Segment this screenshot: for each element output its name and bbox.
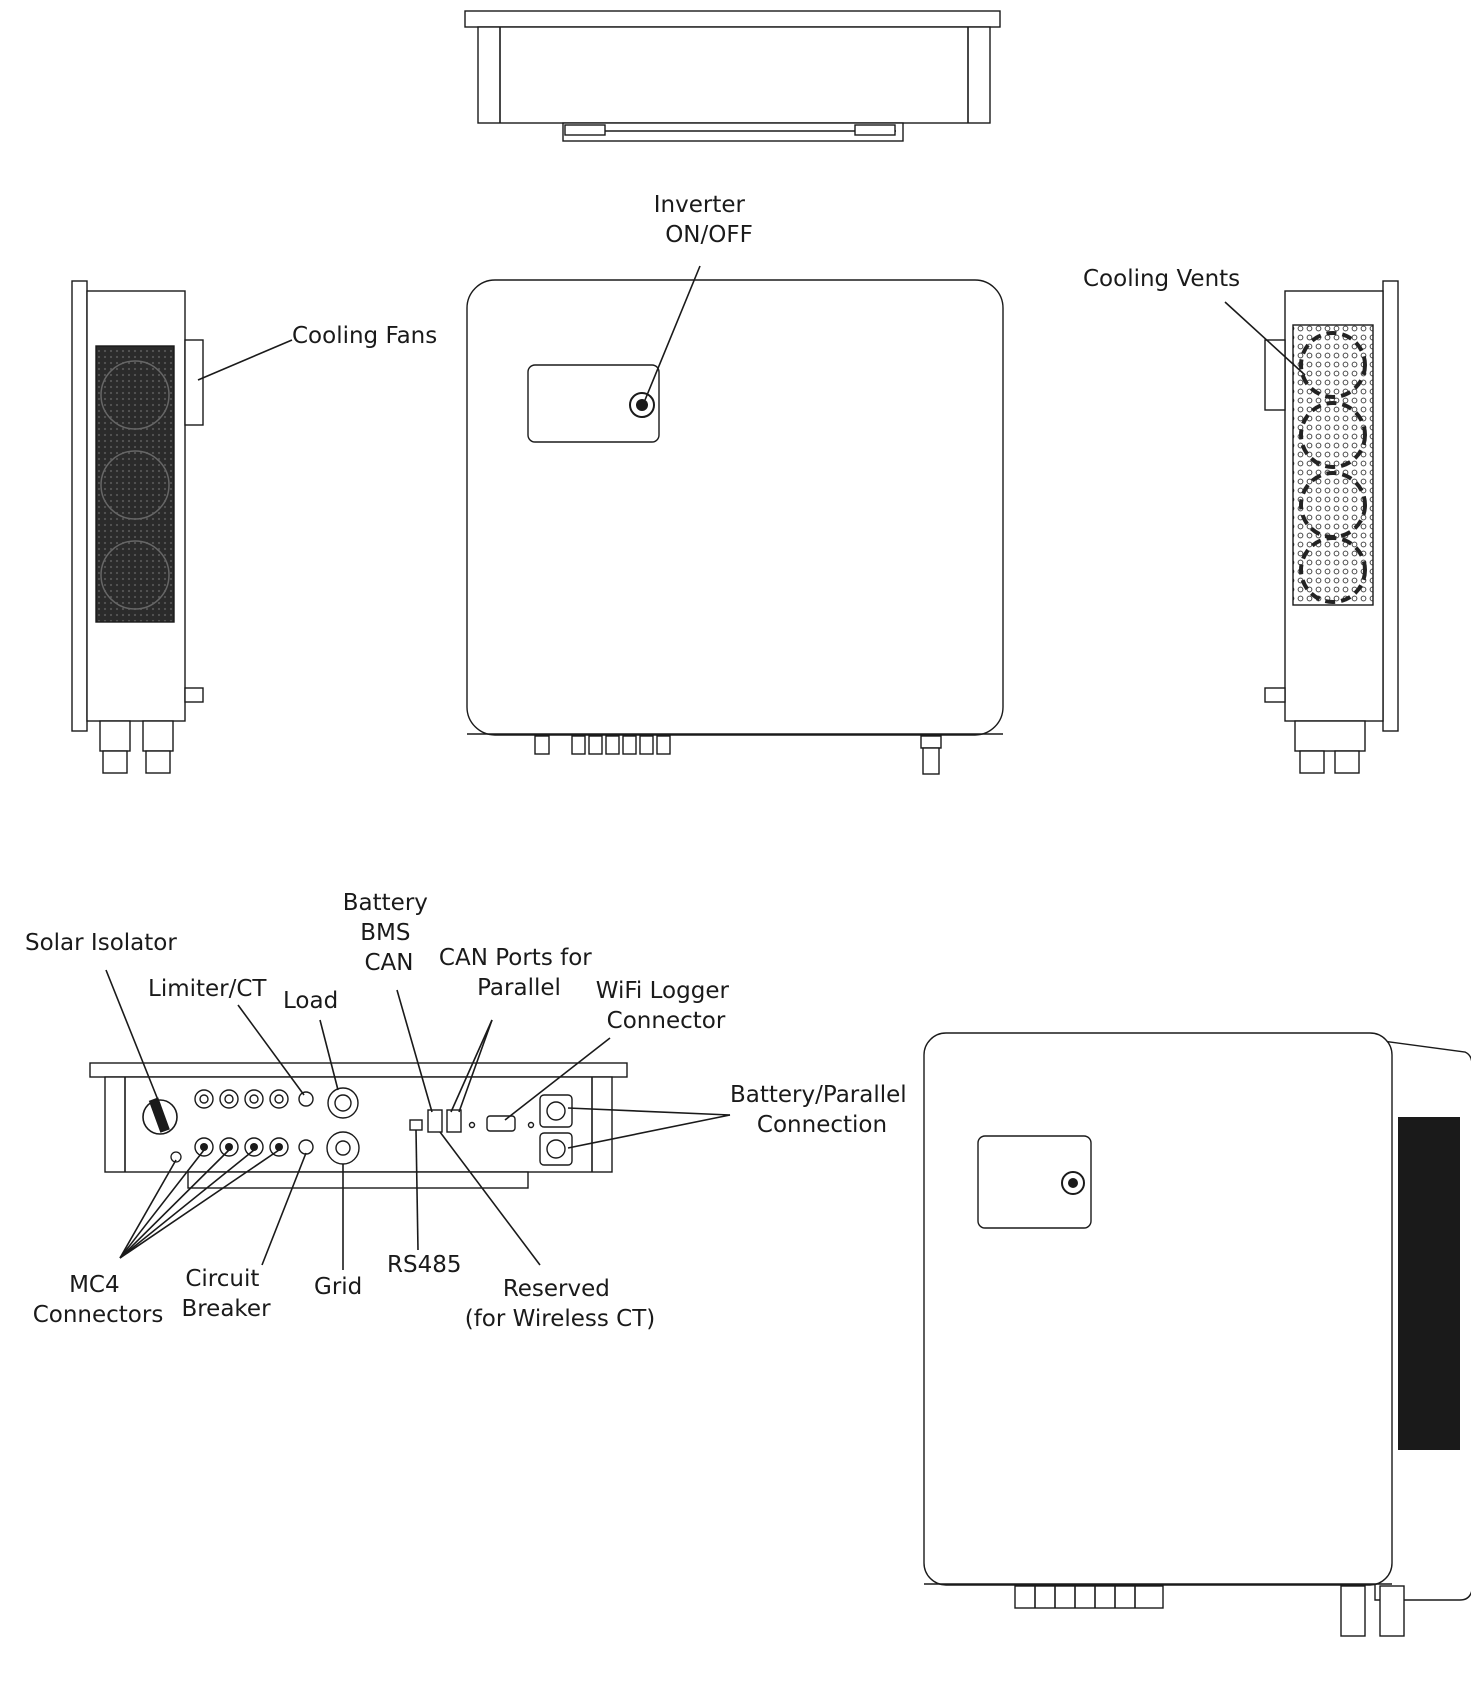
label-circuit-breaker: Circuit Breaker — [181, 1266, 271, 1322]
label-cooling-vents: Cooling Vents — [1083, 266, 1240, 292]
front-view — [466, 279, 1004, 775]
leader-lines — [105, 265, 1306, 1270]
label-solar-isolator: Solar Isolator — [25, 930, 177, 956]
top-view — [464, 10, 1001, 142]
circuit-breaker-icon — [298, 1139, 314, 1155]
wifi-logger-port-icon — [486, 1115, 516, 1132]
left-side-view — [71, 280, 204, 774]
perspective-view — [923, 1032, 1471, 1637]
bottom-connector-view — [89, 1062, 628, 1189]
rs485-port-icon — [409, 1119, 423, 1131]
label-load: Load — [283, 988, 338, 1014]
right-side-view — [1264, 280, 1399, 774]
label-battery-parallel-connection: Battery/Parallel Connection — [730, 1082, 914, 1138]
can-parallel-port-icon — [446, 1109, 462, 1133]
mc4-connector-icons — [194, 1089, 289, 1157]
label-cooling-fans: Cooling Fans — [292, 323, 437, 349]
label-grid: Grid — [314, 1274, 362, 1300]
bms-can-port-icon — [427, 1109, 443, 1133]
label-mc4-connectors: MC4 Connectors — [33, 1272, 164, 1328]
label-limiter-ct: Limiter/CT — [148, 976, 267, 1002]
label-can-ports-parallel: CAN Ports for Parallel — [439, 945, 599, 1001]
label-reserved: Reserved (for Wireless CT) — [465, 1276, 656, 1332]
label-battery-bms-can: Battery BMS CAN — [343, 890, 435, 976]
label-wifi-logger: WiFi Logger Connector — [596, 978, 736, 1034]
limiter-ct-port-icon — [298, 1091, 314, 1107]
label-rs485: RS485 — [387, 1252, 461, 1278]
label-inverter-on-off: Inverter ON/OFF — [654, 192, 753, 248]
